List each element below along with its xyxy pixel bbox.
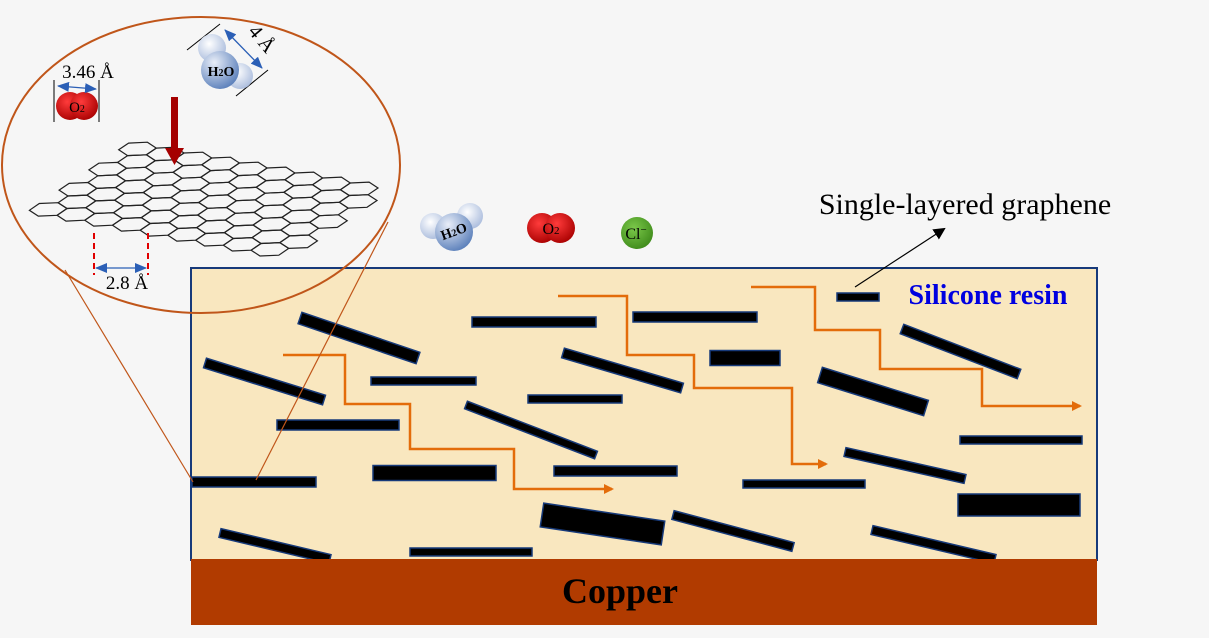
silicone-resin-label: Silicone resin xyxy=(909,280,1068,311)
graphene-flake xyxy=(959,435,1083,445)
graphene-flake xyxy=(471,316,597,328)
pore-width-label: 2.8 Å xyxy=(106,273,149,294)
graphene-flake xyxy=(191,476,317,488)
oxygen-diameter-arrow xyxy=(57,81,97,94)
graphene-hexagon xyxy=(283,171,324,187)
graphene-hexagon xyxy=(339,181,380,197)
chloride-formula: Cl− xyxy=(625,224,646,243)
graphene-flake xyxy=(539,502,666,546)
graphene-flake xyxy=(297,311,421,365)
graphene-flake xyxy=(742,479,866,489)
chloride-ion: Cl− xyxy=(621,217,653,249)
oxygen-molecule: O2 xyxy=(527,213,575,243)
graphene-lattice xyxy=(28,141,380,257)
inset-water-molecule: H2O 4 Å xyxy=(186,21,280,97)
oxygen-diameter-label: 3.46 Å xyxy=(62,62,114,83)
inset-oxygen-formula: O2 xyxy=(69,100,85,116)
graphene-hexagon xyxy=(200,156,241,172)
inset-oxygen-molecule: O2 3.46 Å xyxy=(53,62,114,122)
graphene-flake xyxy=(670,509,796,553)
copper-substrate xyxy=(191,559,1097,625)
zoom-guide-line-left xyxy=(64,269,194,483)
graphene-flake xyxy=(553,465,678,477)
graphene-flake xyxy=(843,446,967,485)
graphene-flake xyxy=(372,464,497,482)
graphene-flake xyxy=(276,419,400,431)
graphene-pointer-arrow xyxy=(854,227,946,288)
graphene-flake xyxy=(409,547,533,557)
graphene-flake xyxy=(463,400,599,460)
graphene-flake xyxy=(957,493,1081,517)
graphene-flake xyxy=(816,366,930,417)
graphene-flake xyxy=(899,323,1022,380)
zoom-inset: O2 3.46 Å H2O 4 Å 2.8 Å xyxy=(1,16,401,483)
graphene-flakes xyxy=(191,311,1083,565)
diffusion-paths xyxy=(283,285,1082,494)
graphene-flake xyxy=(560,347,685,394)
single-layered-graphene-label: Single-layered graphene xyxy=(819,188,1111,221)
copper-label: Copper xyxy=(562,571,678,611)
water-molecule: H2O xyxy=(420,203,483,251)
graphene-hexagon xyxy=(278,234,319,250)
graphene-hexagon xyxy=(338,194,379,209)
graphene-flake xyxy=(202,357,327,406)
graphene-hexagon xyxy=(117,141,158,157)
graphene-hexagon xyxy=(311,176,352,192)
graphene-flake xyxy=(370,376,477,386)
penetration-arrow-icon xyxy=(165,97,184,165)
pore-measurement: 2.8 Å xyxy=(93,233,149,294)
oxygen-formula: O2 xyxy=(542,221,559,238)
water-diameter-arrow xyxy=(224,29,263,69)
graphene-flake xyxy=(632,311,758,323)
graphene-flake xyxy=(527,394,623,404)
inset-water-formula: H2O xyxy=(208,65,235,80)
graphene-hexagon xyxy=(256,166,296,182)
water-formula: H2O xyxy=(439,221,469,244)
graphene-hexagon xyxy=(228,161,269,177)
graphene-flake xyxy=(709,349,781,367)
diffusion-path-1 xyxy=(283,353,614,494)
graphene-hexagon xyxy=(308,214,349,229)
zoom-guide-line-right xyxy=(255,221,389,481)
graphene-legend-flake xyxy=(836,292,880,302)
water-diameter-label: 4 Å xyxy=(244,21,280,58)
diffusion-path-3 xyxy=(751,285,1082,411)
zoom-ellipse xyxy=(1,16,401,314)
diffusion-path-2 xyxy=(558,294,828,469)
